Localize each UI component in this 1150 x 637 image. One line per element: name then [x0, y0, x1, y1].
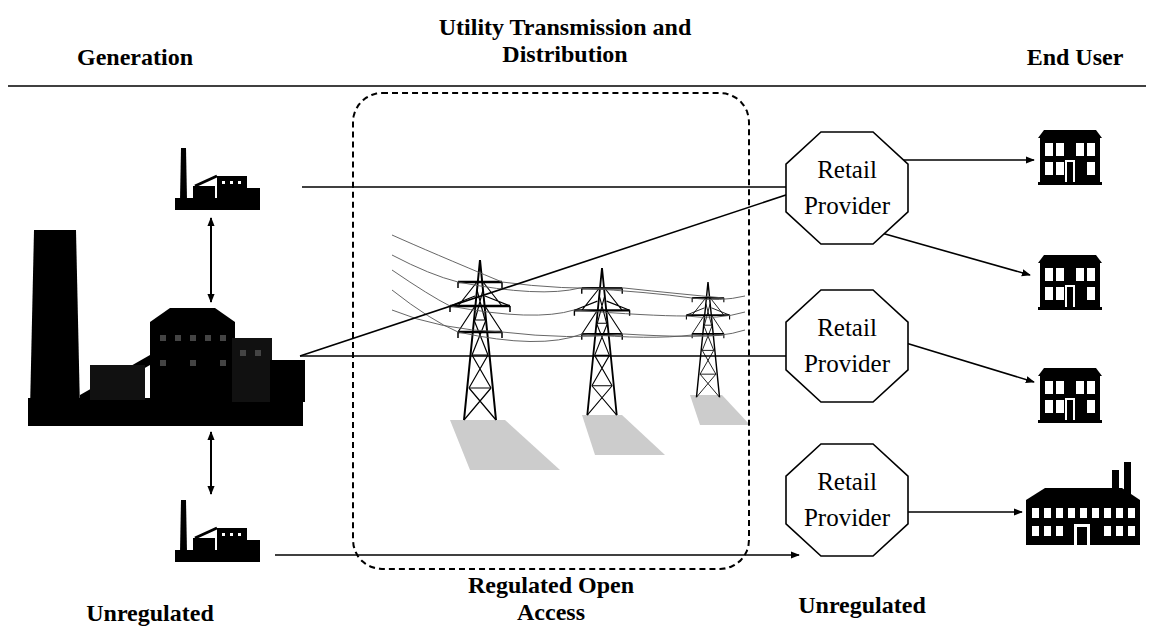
- house-icon: [1038, 255, 1102, 310]
- octagon-outline: [785, 289, 909, 403]
- factory-icon: [1026, 462, 1140, 545]
- provider-label: Retail Provider: [792, 152, 902, 224]
- column-heading: End User: [1010, 44, 1140, 71]
- house-icon: [1038, 130, 1102, 185]
- regulated-region: Regulated Open Access: [352, 92, 750, 570]
- large-power-plant: [28, 230, 305, 426]
- region-label: Regulated Open Access: [461, 572, 641, 626]
- exchange-arrow: [210, 218, 212, 302]
- octagon-outline: [785, 131, 909, 245]
- column-heading: Utility Transmission and Distribution: [435, 14, 695, 68]
- small-power-plant: [175, 500, 260, 562]
- transmission-towers: [392, 235, 750, 470]
- octagon-outline: [785, 443, 909, 557]
- sector-label: Unregulated: [50, 600, 250, 627]
- provider-label: Retail Provider: [792, 464, 902, 536]
- sector-label: Unregulated: [762, 592, 962, 619]
- small-power-plant: [175, 148, 260, 210]
- header-rule: [8, 85, 1146, 87]
- house-icon: [1038, 368, 1102, 423]
- provider-label: Retail Provider: [792, 310, 902, 382]
- retail-provider-octagon: Retail Provider: [785, 289, 909, 403]
- column-heading: Generation: [35, 44, 235, 71]
- retail-provider-octagon: Retail Provider: [785, 131, 909, 245]
- retail-provider-octagon: Retail Provider: [785, 443, 909, 557]
- exchange-arrow: [210, 432, 212, 494]
